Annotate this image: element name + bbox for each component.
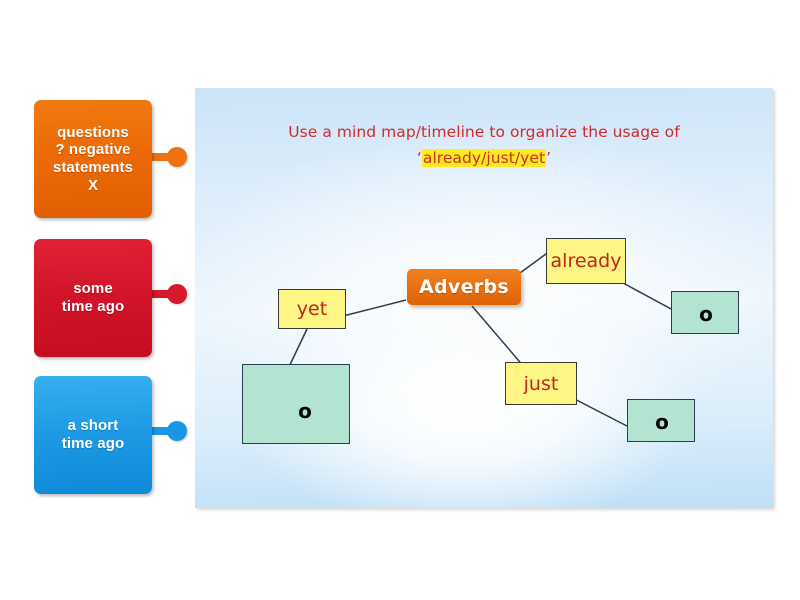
mindmap-dropzone-already[interactable]: o — [671, 291, 739, 334]
card-label-some-time-ago: some time ago — [61, 280, 125, 315]
draggable-card-a-short-time-ago[interactable]: a short time ago — [34, 376, 152, 494]
mindmap-node-adverbs-label: Adverbs — [419, 276, 509, 298]
instruction-highlight: already/just/yet — [421, 148, 547, 167]
quote-close: ’ — [546, 148, 552, 167]
mindmap-node-yet[interactable]: yet — [278, 289, 346, 329]
mindmap-node-already-label: already — [550, 250, 622, 272]
card-label-questions-negative: questions ? negative statements X — [52, 123, 134, 194]
mindmap-dropzone-yet[interactable]: o — [242, 364, 350, 444]
mindmap-node-adverbs[interactable]: Adverbs — [407, 269, 521, 305]
mindmap-node-just-label: just — [523, 372, 559, 395]
mind-map-canvas[interactable]: Use a mind map/timeline to organize the … — [195, 88, 773, 508]
canvas-instruction-title: Use a mind map/timeline to organize the … — [195, 120, 773, 171]
connector-stub-questions-negative — [146, 153, 168, 161]
connector-knob-questions-negative[interactable] — [167, 147, 187, 167]
link-root-yet — [342, 299, 407, 317]
mindmap-node-yet-label: yet — [296, 298, 328, 320]
card-label-a-short-time-ago: a short time ago — [61, 417, 125, 452]
instruction-line-1: Use a mind map/timeline to organize the … — [288, 123, 680, 141]
link-root-already — [519, 250, 551, 274]
mindmap-node-already[interactable]: already — [546, 238, 626, 284]
connector-knob-some-time-ago[interactable] — [167, 284, 187, 304]
link-already-dropzone — [622, 282, 674, 311]
mindmap-dropzone-yet-marker: o — [298, 399, 312, 423]
connector-knob-a-short-time-ago[interactable] — [167, 421, 187, 441]
mindmap-dropzone-just[interactable]: o — [627, 399, 695, 442]
quote-open: ‘ — [416, 148, 422, 167]
mindmap-dropzone-already-marker: o — [699, 301, 713, 326]
link-root-just — [471, 305, 526, 369]
mindmap-node-just[interactable]: just — [505, 362, 577, 405]
connector-stub-a-short-time-ago — [146, 427, 168, 435]
draggable-card-questions-negative[interactable]: questions ? negative statements X — [34, 100, 152, 218]
draggable-card-some-time-ago[interactable]: some time ago — [34, 239, 152, 357]
connector-stub-some-time-ago — [146, 290, 168, 298]
mindmap-dropzone-just-marker: o — [655, 409, 669, 434]
